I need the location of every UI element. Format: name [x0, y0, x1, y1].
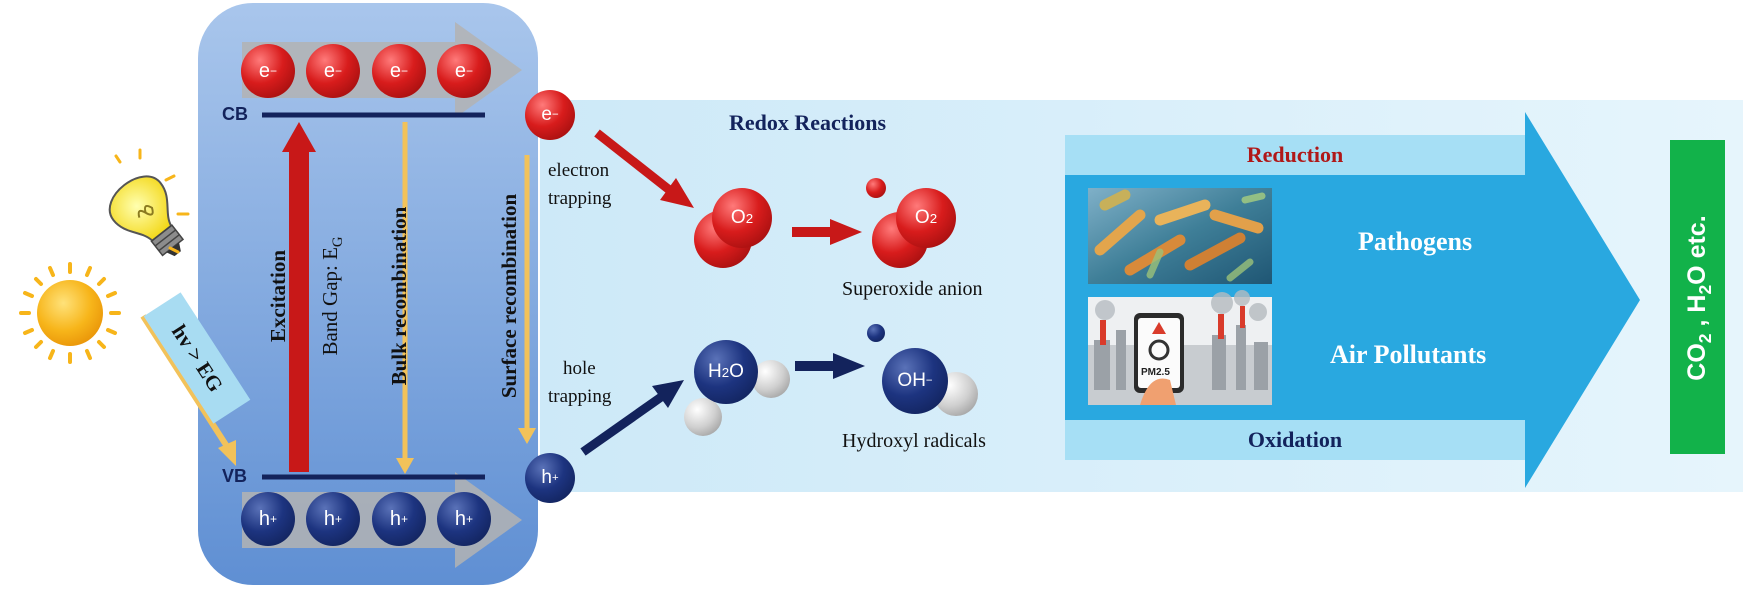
vb-hole: h+: [372, 492, 426, 546]
hole-to-h2o-arrow: [580, 391, 667, 456]
superoxide-electron-dot: [866, 178, 886, 198]
cb-electron: e−: [372, 44, 426, 98]
sun-icon: [19, 262, 121, 364]
band-gap-label: Band Gap: EG: [318, 236, 347, 356]
light-bulb-icon: [108, 175, 185, 257]
electron-to-o2-arrow: [594, 129, 675, 196]
trapped-hole: h+: [525, 453, 575, 503]
cb-electron: e−: [241, 44, 295, 98]
surface-recombination-label: Surface recombination: [497, 193, 521, 399]
excitation-arrow-shaft: [289, 150, 309, 472]
cb-label: CB: [222, 104, 248, 124]
light-arrow: [140, 314, 231, 450]
bulb-rays: [114, 148, 190, 254]
vb-hole: h+: [241, 492, 295, 546]
semiconductor-band: [198, 3, 538, 585]
reduction-label: Reduction: [1246, 142, 1344, 167]
excitation-arrow-head: [282, 122, 316, 152]
air-pollution-phone-image: [1088, 290, 1272, 405]
redox-title: Redox Reactions: [729, 110, 887, 135]
cb-electron: e−: [437, 44, 491, 98]
h2o-hydrogen-atom: [684, 398, 722, 436]
vb-hole: h+: [306, 492, 360, 546]
oxidation-band: [1065, 420, 1525, 460]
hydroxyl-molecule: OH−: [882, 348, 948, 414]
bulk-recombination-label: Bulk recombination: [387, 206, 411, 386]
electron-trapping-label-1: electron: [548, 160, 610, 181]
energy-label-box: [143, 292, 251, 424]
hole-trapping-label-2: trapping: [548, 386, 612, 407]
excitation-label: Excitation: [266, 249, 290, 343]
pathogens-label: Pathogens: [1358, 227, 1473, 256]
hole-trapping-label-1: hole: [563, 358, 596, 379]
vb-hole: h+: [437, 492, 491, 546]
trapped-electron: e−: [525, 90, 575, 140]
oxidation-label: Oxidation: [1247, 427, 1343, 452]
h2o-hydrogen-atom: [752, 360, 790, 398]
pm-label: PM2.5: [1141, 367, 1170, 378]
reduction-band: [1065, 135, 1525, 175]
superoxide-label: Superoxide anion: [842, 278, 983, 300]
air-pollutants-label: Air Pollutants: [1330, 340, 1487, 369]
vb-label: VB: [222, 466, 248, 486]
cb-electron: e−: [306, 44, 360, 98]
electron-trapping-label-2: trapping: [548, 188, 612, 209]
h2o-to-hydroxyl-arrow: [795, 361, 835, 371]
o2-to-superoxide-arrow: [792, 227, 832, 237]
hydroxyl-label: Hydroxyl radicals: [842, 430, 986, 452]
bacteria-image: [1088, 188, 1272, 284]
products-label: CO2 , H2O etc.: [1683, 215, 1715, 381]
hydroxyl-electron-dot: [867, 324, 885, 342]
products-box: [1670, 140, 1725, 454]
